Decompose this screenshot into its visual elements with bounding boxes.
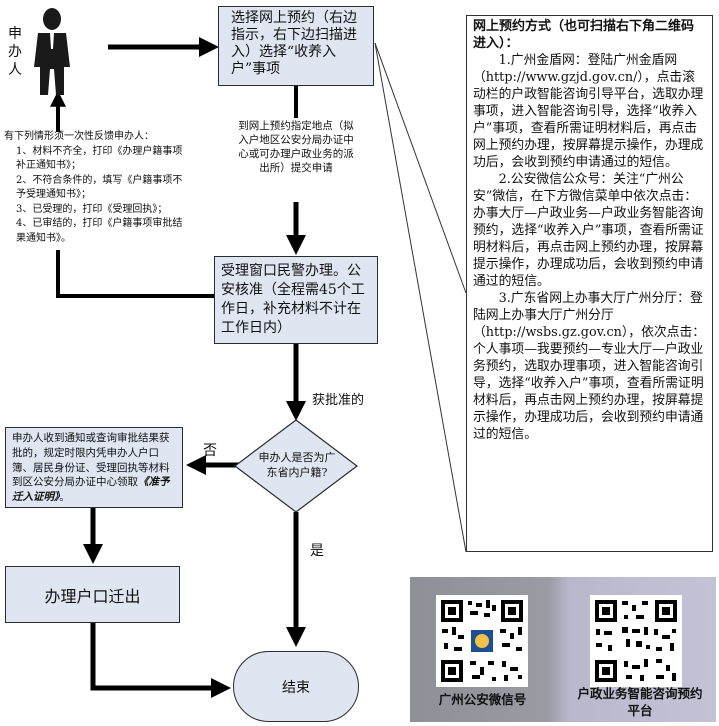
notify-item-3: 3、已受理的，打印《受理回执》；	[16, 203, 168, 215]
applicant-label: 申办人	[8, 26, 22, 78]
yes-label: 是	[310, 543, 324, 559]
step-cert-text: 申办人收到通知或查询审批结果获批的，规定时限内凭申办人户口簿、居民身份证、受理回…	[12, 431, 178, 505]
link-to-panel-2	[374, 42, 467, 553]
arrow-moveout-to-end	[90, 622, 231, 698]
step-select-box: 选择网上预约（右边指示，右下边扫描进入）选择“收养入户”事项	[218, 6, 374, 86]
link-to-panel	[374, 42, 467, 294]
decision-diamond	[234, 419, 358, 513]
notify-block: 有下列情形须一次性反馈申办人： 1、材料不齐全，打印《办理户籍事项补正通知书》；…	[4, 130, 184, 246]
step-submit-text: 到网上预约指定地点（拟入户地区公安分局办证中心或可办理户政业务的派出所）提交申请	[238, 120, 354, 174]
qr-right	[590, 595, 682, 687]
end-text: 结束	[282, 679, 310, 696]
qr-code-left-icon	[436, 595, 528, 687]
decision-text: 申办人是否为广东省内户籍?	[258, 451, 336, 479]
no-label: 否	[203, 443, 217, 459]
step-accept-text: 受理窗口民警办理。公安核准（全程需45个工作日，补充材料不计在工作日内）	[221, 263, 365, 336]
step-select-text: 选择网上预约（右边指示，右下边扫描进入）选择“收养入户”事项	[231, 10, 357, 77]
step-cert-suffix: 。	[59, 491, 70, 504]
notify-item-2: 2、不符合条件的，填写《户籍事项不予受理通知书》；	[16, 174, 183, 201]
notify-item-4: 4、已审结的，打印《户籍事项审批结果通知书》。	[16, 218, 183, 244]
person-icon	[34, 8, 70, 95]
step-moveout-box: 办理户口迁出	[5, 566, 180, 623]
step-cert-emphasis: 《准予迁入证明》	[12, 476, 170, 504]
approved-label: 获批准的	[312, 393, 365, 408]
step-cert-prefix: 申办人收到通知或查询审批结果获批的，规定时限内凭申办人户口簿、居民身份证、受理回…	[12, 432, 170, 489]
notify-title: 有下列情形须一次性反馈申办人：	[4, 131, 154, 142]
panel-title: 网上预约方式（也可扫描右下角二维码进入）：	[473, 19, 695, 51]
qr-code-right-icon	[590, 595, 682, 687]
panel-item-1: 1.广州金盾网：登陆广州金盾网（http://www.gzjd.gov.cn/）…	[473, 53, 704, 170]
qr-band: 广州公安微信号 户政业务智能咨询预约平台	[410, 577, 716, 722]
notify-item-1: 1、材料不齐全，打印《办理户籍事项补正通知书》；	[16, 145, 183, 172]
step-moveout-text: 办理户口迁出	[44, 586, 141, 606]
panel-item-2: 2.公安微信公众号：关注“广州公安”微信，在下方微信菜单中依次点击：办事大厅—户…	[473, 172, 704, 289]
step-cert-box: 申办人收到通知或查询审批结果获批的，规定时限内凭申办人户口簿、居民身份证、受理回…	[5, 427, 183, 508]
applicant: 申办人	[8, 5, 80, 97]
line-feedback-loop	[56, 250, 216, 298]
panel-item-3: 3.广东省网上办事大厅广州分厅：登陆网上办事大厅广州分厅（http://wsbs…	[473, 291, 706, 442]
qr-right-label: 户政业务智能咨询预约平台	[577, 686, 703, 718]
qr-left-label: 广州公安微信号	[438, 692, 527, 707]
qr-left	[436, 595, 528, 687]
end-oval: 结束	[233, 651, 359, 722]
step-accept-box: 受理窗口民警办理。公安核准（全程需45个工作日，补充材料不计在工作日内）	[214, 256, 378, 344]
instruction-panel: 网上预约方式（也可扫描右下角二维码进入）： 1.广州金盾网：登陆广州金盾网（ht…	[466, 15, 713, 552]
